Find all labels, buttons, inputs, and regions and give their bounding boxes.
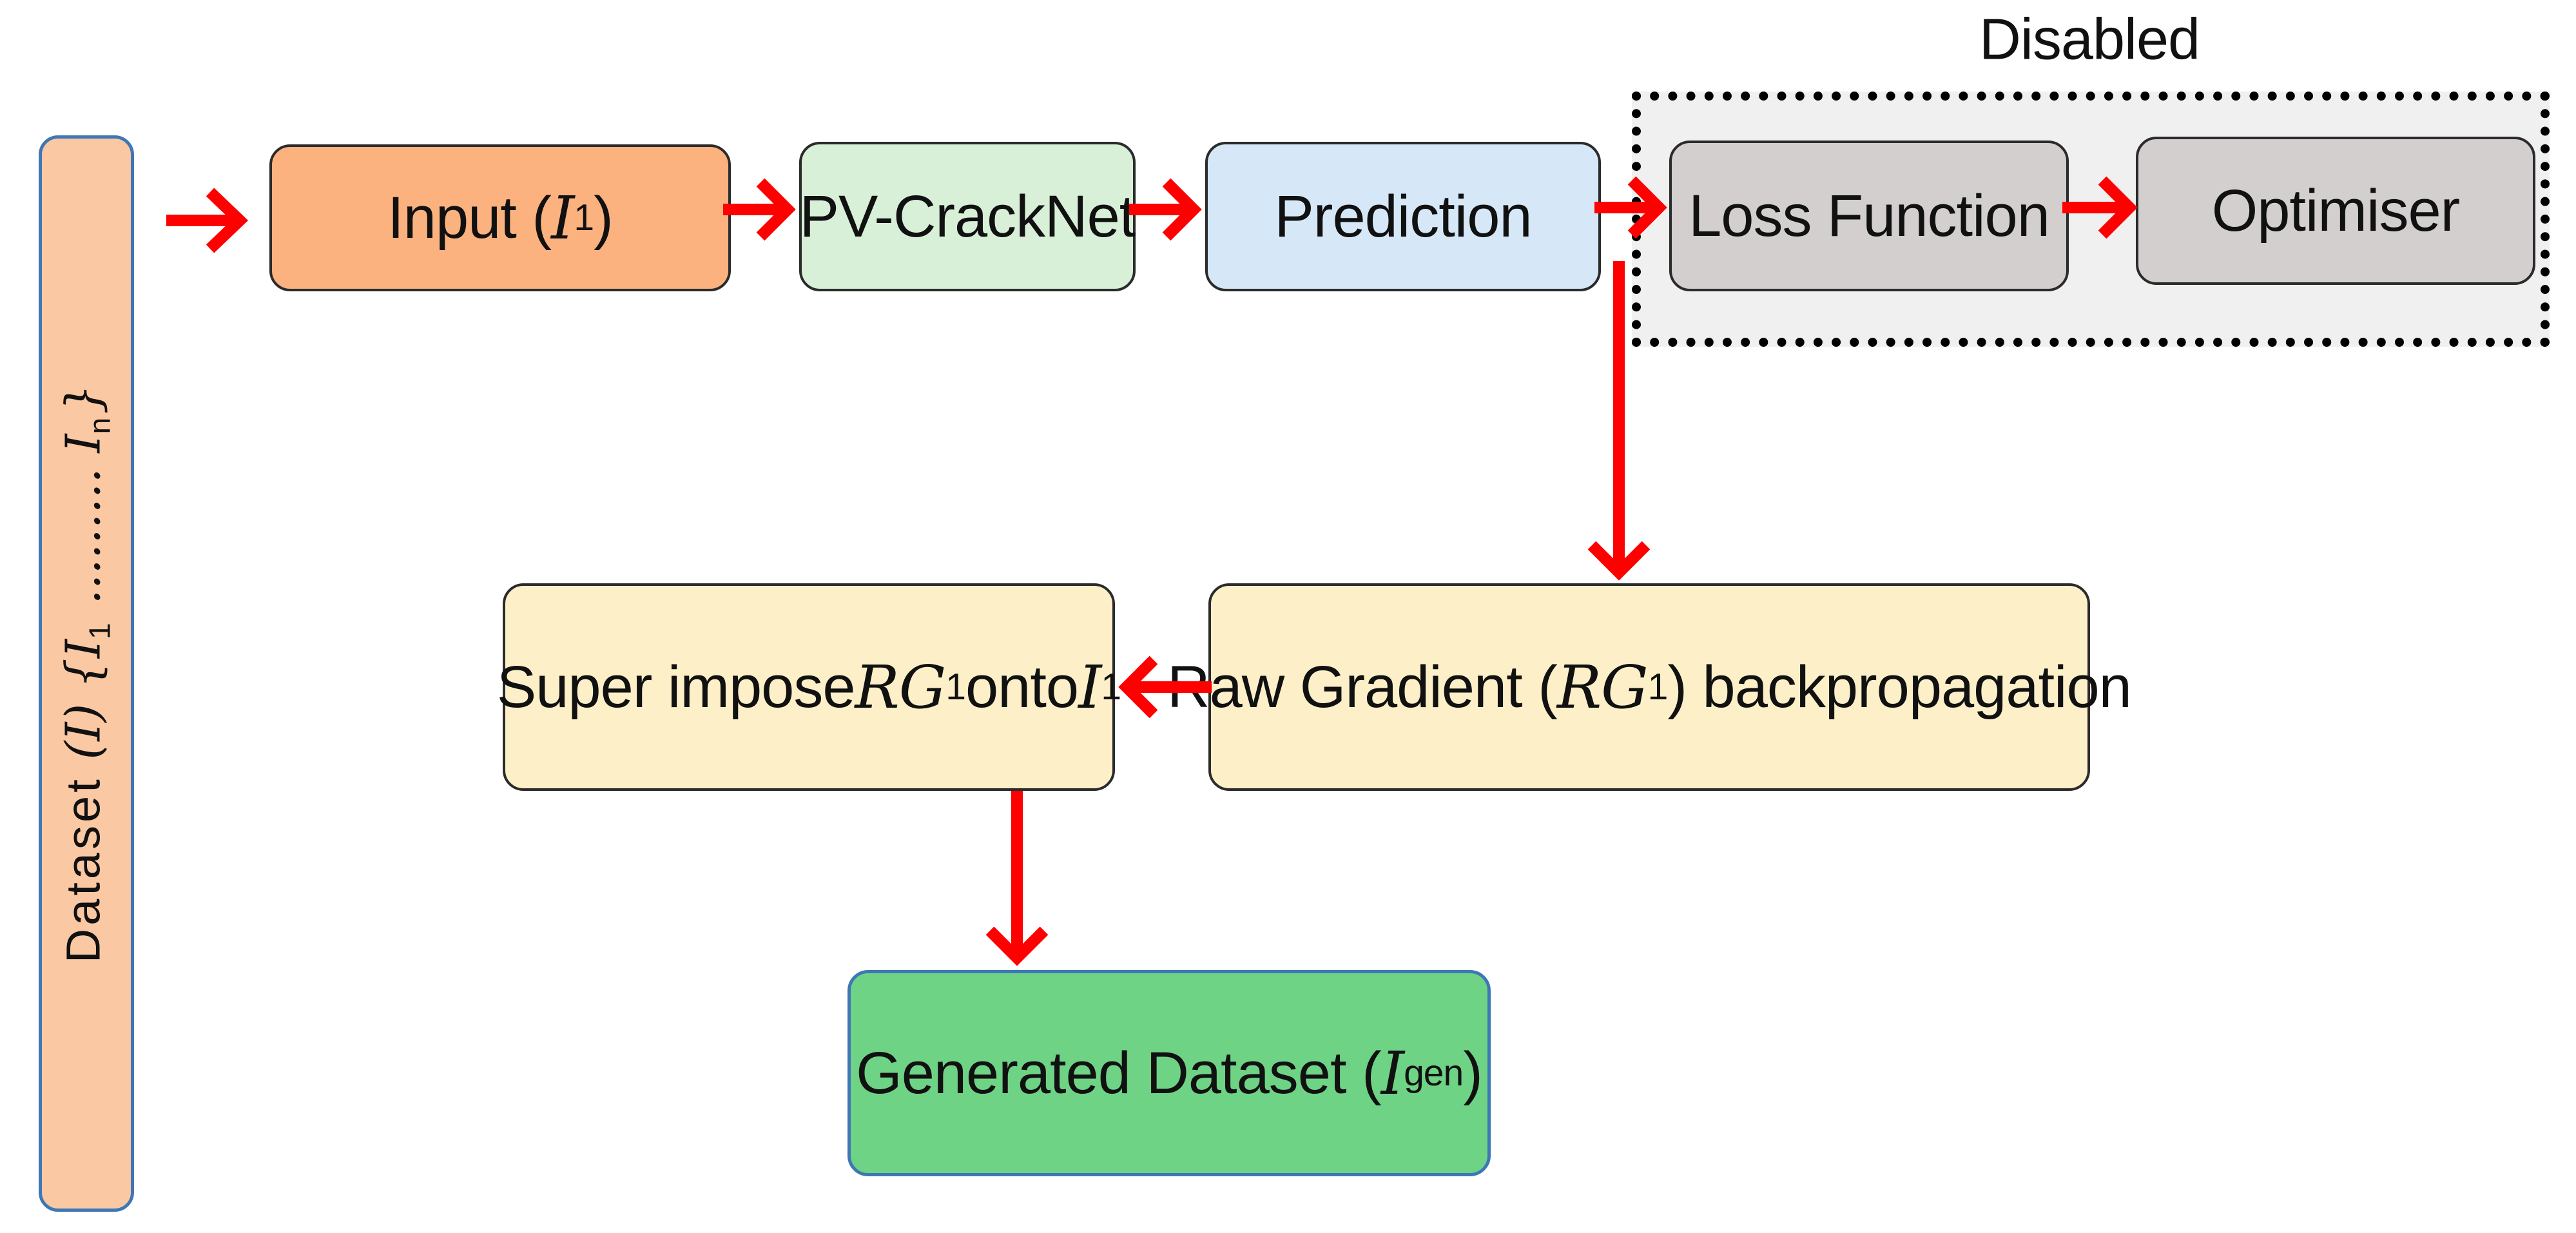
raw-gradient-close: ) backpropagation	[1667, 654, 2131, 720]
arrow-prediction-to-loss	[1594, 176, 1667, 239]
generated-text: Generated Dataset (	[856, 1040, 1382, 1106]
raw-gradient-var: RG	[1556, 652, 1649, 722]
generated-close: )	[1463, 1040, 1483, 1106]
prediction-box: Prediction	[1205, 142, 1601, 291]
arrow-prediction-to-raw-gradient	[1587, 261, 1651, 581]
superimpose-text: Super impose	[496, 654, 856, 720]
superimpose-var2: I	[1078, 652, 1101, 722]
arrow-loss-to-optimiser	[2062, 176, 2138, 239]
arrow-dataset-to-input	[166, 188, 249, 253]
generated-sub: gen	[1404, 1053, 1464, 1094]
superimpose-var1: RG	[855, 652, 947, 722]
superimpose-sub2: 1	[1101, 666, 1121, 708]
arrow-cracknet-to-prediction	[1129, 178, 1202, 241]
loss-function-text: Loss Function	[1689, 182, 2050, 249]
cracknet-text: PV-CrackNet	[799, 183, 1136, 249]
superimpose-sub1: 1	[945, 666, 966, 708]
optimiser-box: Optimiser	[2136, 137, 2535, 285]
cracknet-box: PV-CrackNet	[799, 142, 1136, 291]
arrow-superimpose-to-generated	[985, 791, 1049, 966]
loss-function-box: Loss Function	[1669, 141, 2069, 291]
arrow-input-to-cracknet	[723, 178, 796, 241]
prediction-text: Prediction	[1274, 183, 1532, 249]
optimiser-text: Optimiser	[2211, 177, 2461, 244]
raw-gradient-text: Raw Gradient (	[1167, 654, 1558, 720]
dataset-box	[39, 135, 134, 1212]
generated-var: I	[1380, 1038, 1404, 1108]
arrow-raw-gradient-to-superimpose	[1118, 655, 1212, 719]
input-sub: 1	[574, 197, 594, 238]
superimpose-mid: onto	[965, 654, 1079, 720]
raw-gradient-sub: 1	[1647, 666, 1669, 708]
input-text: Input (	[387, 184, 552, 251]
input-var: I	[551, 183, 574, 253]
input-close: )	[594, 184, 614, 251]
disabled-label: Disabled	[1979, 7, 2200, 72]
